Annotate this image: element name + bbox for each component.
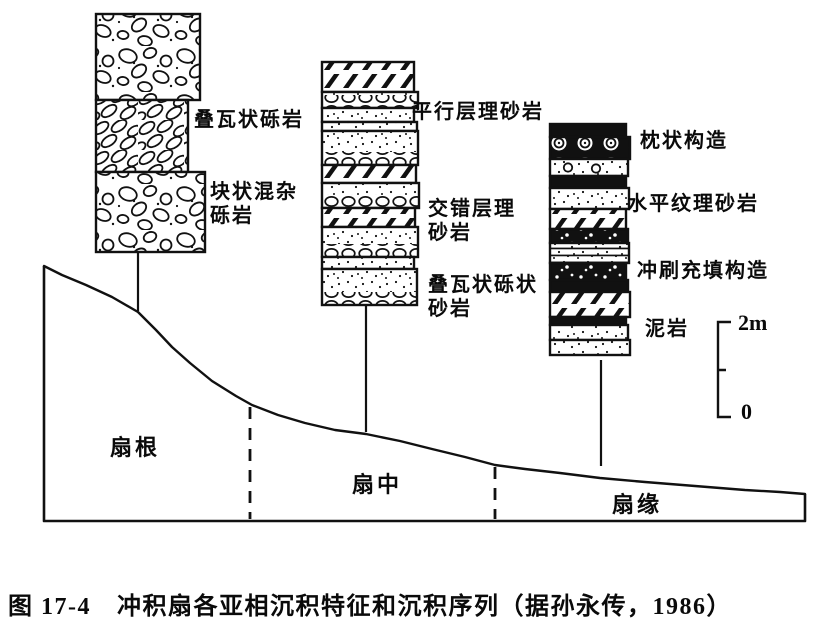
fan-edge-column-layer-black	[548, 278, 630, 294]
fan-root-column-layer-imbricate	[94, 98, 190, 174]
mid-fan-column-layer-sandrow	[320, 267, 419, 307]
scale-bar	[716, 320, 731, 419]
label-cross-bedding-sandstone: 交错层理 砂岩	[428, 198, 516, 244]
mid-fan-column-layer-sandrow	[320, 181, 421, 210]
mid-fan-column-layer-sand	[320, 255, 416, 271]
label-parallel-bedding-sandstone: 平行层理砂岩	[412, 101, 544, 123]
mid-fan-column-layer-xbed	[320, 163, 418, 185]
lithology-columns	[94, 12, 632, 357]
label-horizontal-lamination-sandstone: 水平纹理砂岩	[627, 193, 759, 215]
fan-edge-column-layer-pillow	[548, 135, 632, 161]
mid-fan-column-layer-xbed	[320, 60, 416, 94]
fan-edge-column-layer-sand	[548, 323, 630, 342]
figure-title: 冲积扇各亚相沉积特征和沉积序列（据孙永传，1986）	[117, 594, 732, 620]
mid-fan-column-layer-sandrow	[320, 225, 420, 259]
mid-fan-column	[320, 60, 421, 307]
figure-number: 图 17-4	[8, 594, 91, 620]
fan-edge-column-layer-xbed	[548, 290, 632, 319]
label-mudstone: 泥岩	[645, 318, 689, 340]
scale-label-2m: 2m	[738, 310, 768, 335]
fan-edge-column-layer-black	[548, 315, 628, 327]
fan-edge-column-layer-black	[548, 174, 628, 190]
figure-caption: 图 17-4 冲积扇各亚相沉积特征和沉积序列（据孙永传，1986）	[8, 586, 828, 621]
fan-root-column-layer-pebbles	[94, 12, 202, 102]
fan-edge-column-layer-sand	[548, 186, 631, 211]
label-imbricate-gravelly-sandstone: 叠瓦状砾状 砂岩	[428, 274, 538, 320]
fan-root-column-layer-pebbles	[94, 170, 207, 254]
fan-edge-column-layer-sand	[548, 338, 632, 357]
fan-profile-curve	[42, 264, 807, 496]
fan-edge-column-layer-scour	[548, 227, 630, 245]
fan-edge-column	[548, 122, 632, 357]
zone-label-mid-fan: 扇中	[352, 472, 403, 497]
label-imbricate-conglomerate: 叠瓦状砾岩	[194, 109, 304, 131]
scale-label-0: 0	[741, 399, 752, 424]
alluvial-fan-diagram	[42, 12, 807, 523]
label-scour-fill-structure: 冲刷充填构造	[637, 260, 769, 282]
mid-fan-column-layer-sand	[320, 106, 416, 124]
mid-fan-column-layer-sandrow	[320, 129, 420, 167]
fan-edge-column-layer-xbed	[548, 207, 628, 231]
zone-label-fan-root: 扇根	[110, 435, 161, 460]
fan-edge-column-layer-sandcircles	[548, 157, 630, 178]
fan-edge-column-layer-scour	[548, 261, 628, 282]
label-pillow-structure: 枕状构造	[640, 130, 728, 152]
fan-profile-base	[42, 266, 807, 523]
label-massive-mixed-conglomerate: 块状混杂 砾岩	[210, 181, 298, 227]
fan-edge-column-layer-black	[548, 122, 628, 139]
zone-label-fan-edge: 扇缘	[612, 492, 663, 517]
mid-fan-column-layer-xbed	[320, 206, 417, 229]
fan-root-column	[94, 12, 207, 254]
fan-edge-column-layer-sandhl	[548, 241, 631, 265]
mid-fan-column-layer-sandrow	[320, 90, 420, 110]
mid-fan-column-layer-sand	[320, 120, 419, 133]
